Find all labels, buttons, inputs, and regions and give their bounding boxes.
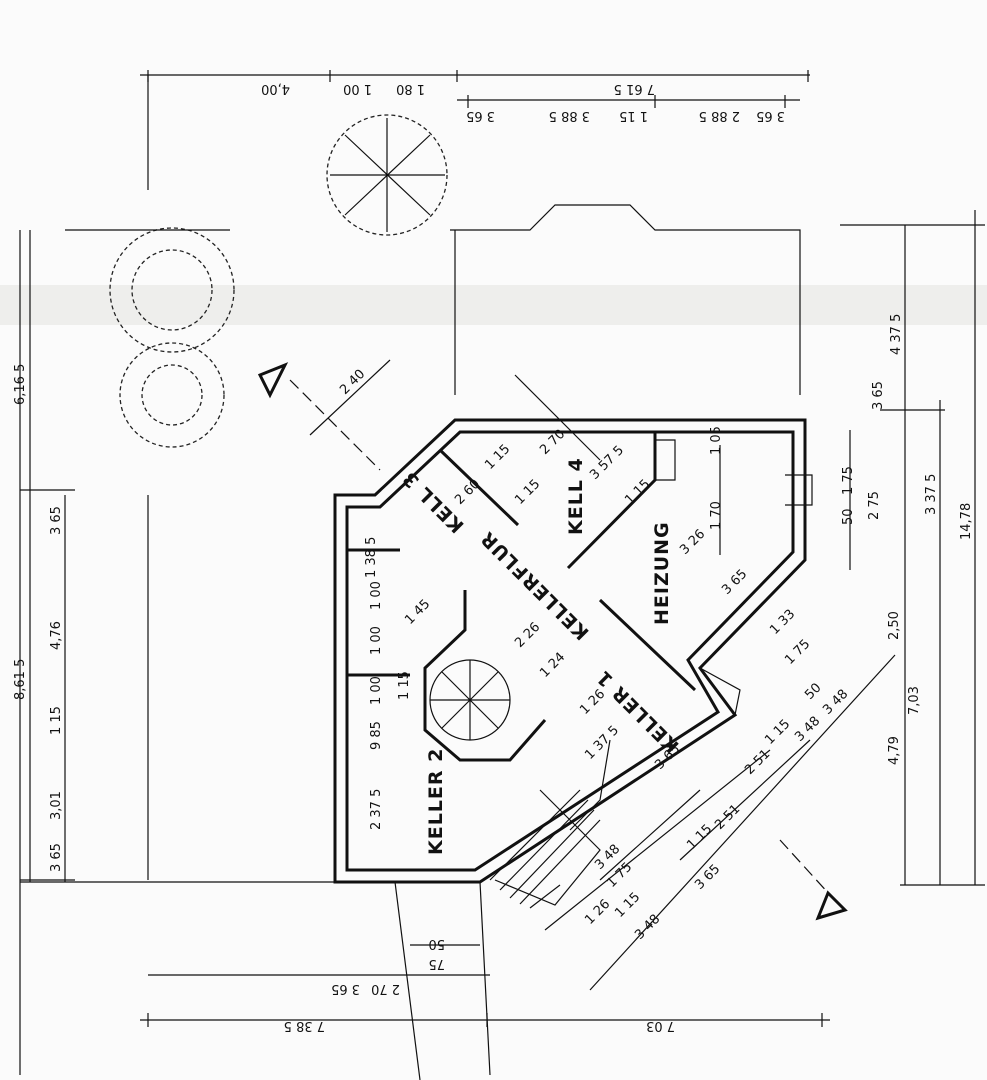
dimension-label: 4,00 <box>261 81 290 96</box>
dimension-label: 3 65 <box>331 981 360 996</box>
dimension-label: 2 70 <box>371 981 400 996</box>
dimension-label: 1 38 5 <box>364 537 379 578</box>
dimension-label: 2 37 5 <box>369 789 384 830</box>
room-label-keller-2: KELLER 2 <box>425 748 447 855</box>
dimension-label: 75 <box>428 956 445 971</box>
dimension-label: 1 00 <box>343 81 372 96</box>
dimension-label: 4,79 <box>887 736 902 765</box>
dimension-label: 1 80 <box>396 81 425 96</box>
spiral-staircase-icon <box>429 659 511 741</box>
site-boundaries <box>19 75 801 1080</box>
dimension-label: 2 75 <box>867 491 882 520</box>
dimension-label: 3,01 <box>49 791 64 820</box>
dimension-label: 1 15 <box>49 706 64 735</box>
dimension-label: 7 03 <box>646 1018 675 1033</box>
dimension-label: 1 05 <box>709 426 724 455</box>
dimension-label: 7,03 <box>907 686 922 715</box>
dimension-label: 3 37 5 <box>924 474 939 515</box>
dimension-label: 1 70 <box>709 501 724 530</box>
dimension-label: 3 88 5 <box>549 108 590 123</box>
dimension-label: 1 15 <box>619 108 648 123</box>
dimension-label: 8,61 5 <box>13 659 28 700</box>
dimension-label: 50 <box>428 936 445 951</box>
section-marker-icon <box>779 839 848 921</box>
interior-walls <box>347 432 813 906</box>
tree-icon <box>109 227 235 353</box>
dimension-label: 1 75 <box>841 466 856 495</box>
room-label-heizung: HEIZUNG <box>651 521 673 625</box>
dimension-label: 7 61 5 <box>614 81 655 96</box>
dimension-label: 1 00 <box>369 676 384 705</box>
dimension-label: 3 65 <box>49 506 64 535</box>
dimension-label: 3 65 <box>466 108 495 123</box>
scan-fold <box>0 285 987 325</box>
dimension-label: 1 00 <box>369 581 384 610</box>
dimension-label: 4 37 5 <box>889 314 904 355</box>
dimension-label: 4,76 <box>49 621 64 650</box>
building-outline <box>333 418 807 884</box>
dimension-label: 3 65 <box>756 108 785 123</box>
dimension-label: 3 65 <box>49 843 64 872</box>
dimension-label: 7 38 5 <box>284 1018 325 1033</box>
dimension-label: 3 65 <box>871 381 886 410</box>
room-label-kell-4: KELL 4 <box>565 457 587 535</box>
dimension-label: 50 <box>841 508 856 525</box>
dimension-label: 1 15 <box>397 671 412 700</box>
dimension-label: 6,16 5 <box>13 364 28 405</box>
dimension-label: 2,50 <box>887 611 902 640</box>
dimension-label: 9 85 <box>369 721 384 750</box>
dimension-label: 1 00 <box>369 626 384 655</box>
dimension-label: 2 88 5 <box>699 108 740 123</box>
tree-icon <box>326 114 448 236</box>
dimension-label: 14,78 <box>959 503 974 540</box>
straight-staircase-icon <box>489 789 601 909</box>
section-marker-icon <box>257 362 381 471</box>
dimension-lines <box>20 70 985 1027</box>
tree-icon <box>119 342 225 448</box>
